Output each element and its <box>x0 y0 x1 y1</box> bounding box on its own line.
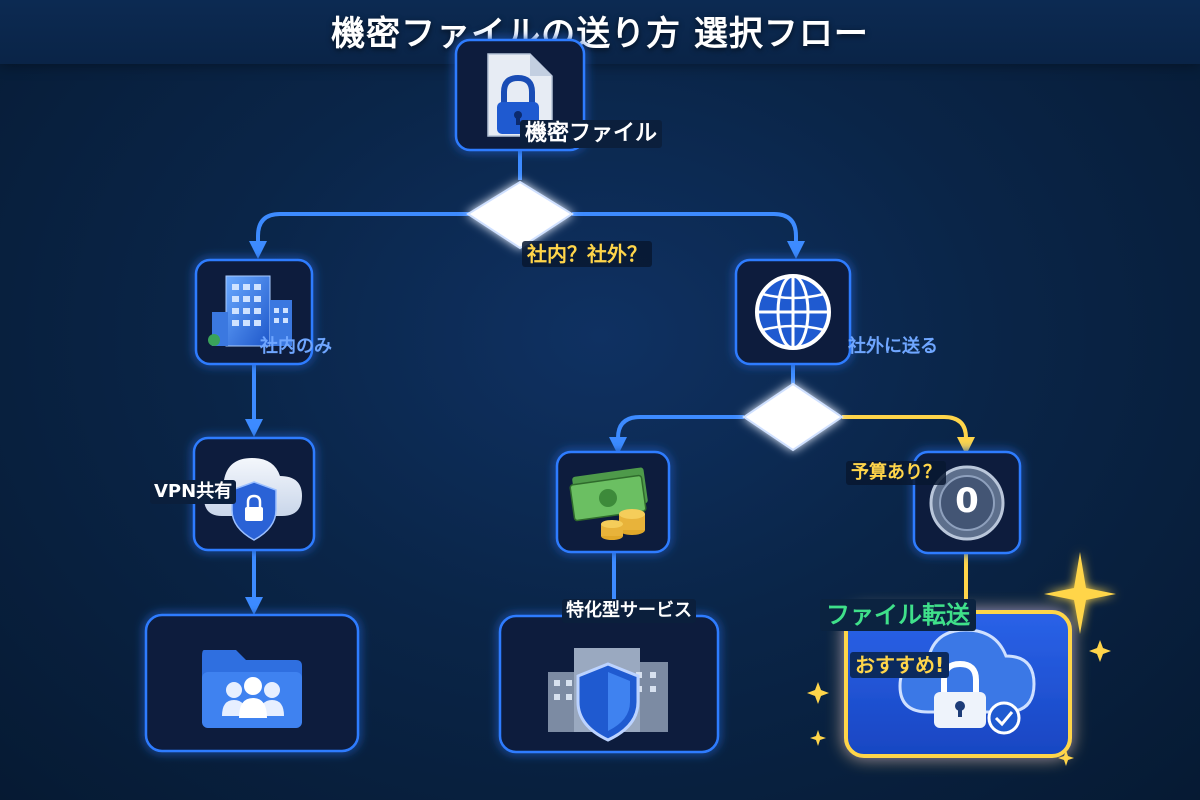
sparkle-decorations <box>807 552 1116 766</box>
decision-diamond-internal-external <box>466 180 574 250</box>
label-external-send: 社外に送る <box>848 336 938 357</box>
connector-decision-to-external <box>572 212 805 259</box>
secure-building-icon <box>548 648 668 742</box>
label-internal-only: 社内のみ <box>260 336 332 357</box>
label-file-transfer: ファイル転送 <box>820 599 976 631</box>
label-decision-budget: 予算あり？ <box>846 461 946 485</box>
locked-document-icon <box>487 53 553 137</box>
connector-decision-to-budget <box>842 415 975 455</box>
page-title: 機密ファイルの送り方 選択フロー <box>331 14 869 54</box>
decision-diamond-budget <box>742 382 844 452</box>
label-specialized-service: 特化型サービス <box>562 599 696 623</box>
label-confidential-file: 機密ファイル <box>520 120 663 148</box>
shared-folder-icon <box>202 650 302 728</box>
connector-decision-to-money <box>609 415 744 455</box>
connector-decision-to-internal <box>249 212 470 259</box>
label-recommended: おすすめ! <box>850 652 950 678</box>
label-zero-coin: 0 <box>955 481 979 521</box>
globe-icon <box>755 274 831 350</box>
coin-zero-icon <box>929 465 1005 541</box>
title-bar <box>0 0 1200 64</box>
label-decision-internal-external: 社内？社外？ <box>522 241 652 267</box>
label-vpn-share: VPN共有 <box>150 480 237 504</box>
money-icon <box>569 467 648 540</box>
office-building-icon <box>208 275 292 347</box>
